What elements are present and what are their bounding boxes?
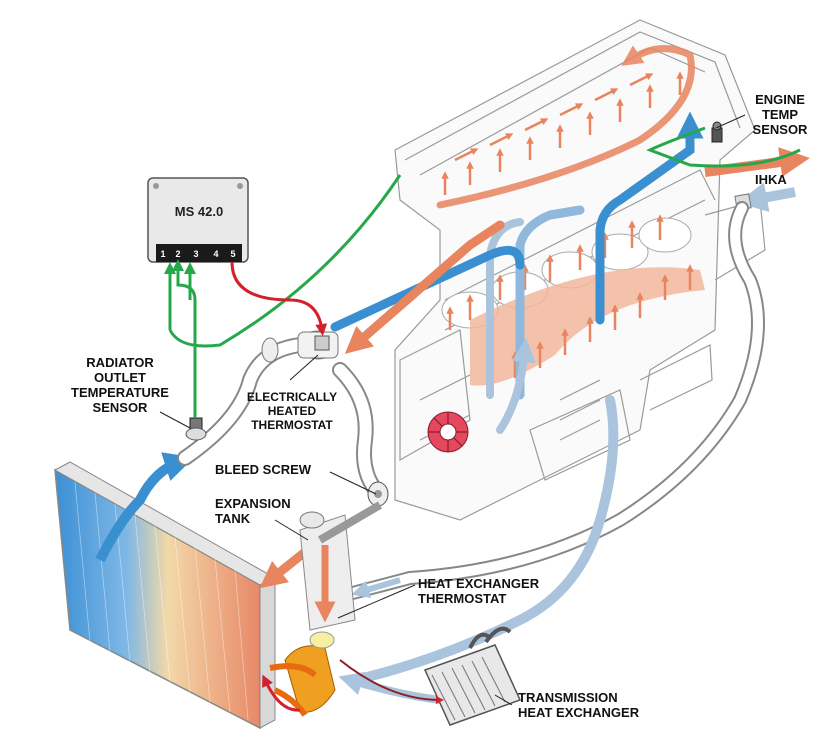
label-line: TANK	[215, 511, 251, 526]
electrically-heated-thermostat-label: ELECTRICALLY HEATED THERMOSTAT	[232, 390, 352, 432]
ecu-pin-5: 5	[230, 249, 236, 259]
label-line: OUTLET	[94, 370, 146, 385]
engine-cold-flow	[486, 111, 704, 434]
label-line: SENSOR	[92, 400, 148, 415]
label-line: HEAT EXCHANGER	[518, 705, 640, 720]
bleed-screw-label: BLEED SCREW	[215, 462, 312, 477]
label-line: RADIATOR	[86, 355, 154, 370]
thermostat-to-engine-cold	[330, 245, 525, 332]
heat-exchanger-thermostat	[269, 631, 336, 717]
exchanger-return-hose	[338, 671, 441, 704]
heat-exchanger-thermostat-label: HEAT EXCHANGER THERMOSTAT	[418, 576, 539, 606]
ecu-pin-2: 2	[175, 249, 181, 259]
label-line: TEMPERATURE	[71, 385, 169, 400]
engine-temp-sensor	[711, 121, 723, 143]
expansion-tank-label: EXPANSION TANK	[215, 496, 291, 526]
electrically-heated-thermostat	[261, 330, 339, 363]
engine-temp-sensor-label: ENGINE TEMP SENSOR	[735, 92, 825, 137]
engine-to-thermostat-hot	[344, 220, 505, 354]
label-line: EXPANSION	[215, 496, 291, 511]
label-line: ELECTRICALLY	[246, 390, 338, 404]
label-line: TEMP	[761, 107, 799, 122]
transmission-heat-exchanger	[423, 626, 522, 726]
control-wire	[230, 261, 328, 336]
to-radiator-lower-flow	[262, 674, 301, 712]
transmission-heat-exchanger-label: TRANSMISSION HEAT EXCHANGER	[518, 690, 639, 720]
ecu-pin-1: 1	[160, 249, 166, 259]
engine-to-exchanger-hose	[350, 395, 619, 685]
water-pump	[427, 411, 469, 453]
ihka-supply-pipe	[704, 147, 810, 177]
label-line: HEATED	[267, 404, 317, 418]
exchanger-red-line	[339, 659, 444, 704]
ecu-pin-3: 3	[193, 249, 199, 259]
ihka-label: IHKA	[755, 172, 787, 187]
leader-lines	[159, 114, 746, 706]
label-line: THERMOSTAT	[251, 418, 333, 432]
label-line: SENSOR	[752, 122, 808, 137]
label-line: THERMOSTAT	[418, 591, 507, 606]
ihka-return-arrow	[351, 577, 401, 599]
radiator-outlet-sensor	[185, 417, 207, 441]
ihka-return-pipe	[737, 182, 796, 213]
radiator-outlet-temp-sensor-label: RADIATOR OUTLET TEMPERATURE SENSOR	[60, 355, 180, 415]
expansion-tank	[299, 501, 383, 631]
ecu-label: MS 42.0	[174, 204, 224, 219]
label-line: TRANSMISSION	[518, 690, 618, 705]
radiator-outlet-flow	[95, 452, 195, 563]
label-line: ENGINE	[755, 92, 805, 107]
ecu-pin-4: 4	[213, 249, 219, 259]
head-hot-flow	[436, 45, 695, 209]
label-line: HEAT EXCHANGER	[418, 576, 540, 591]
coolant-flow-arrows	[441, 71, 694, 388]
ecu-module	[147, 177, 249, 263]
signal-wires	[164, 126, 801, 418]
